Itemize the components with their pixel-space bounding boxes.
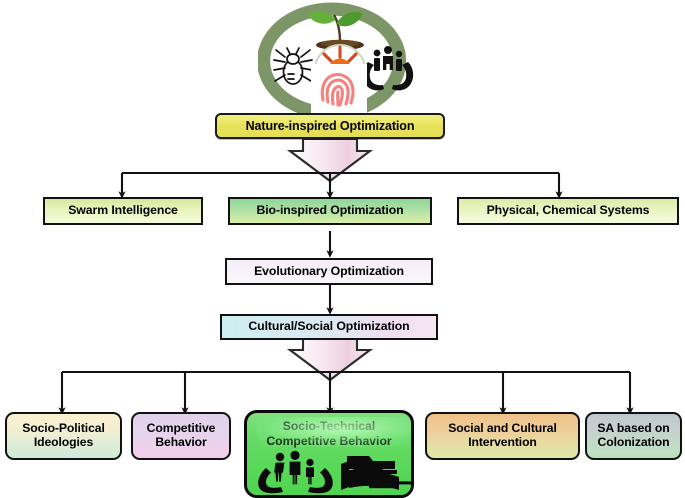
node-socio-technical-competitive-behavior[interactable]: Socio-Technical Competitive Behavior [244, 410, 414, 498]
spider-icon [273, 47, 313, 85]
node-socio-political-ideologies[interactable]: Socio-Political Ideologies [5, 412, 122, 460]
node-label-line1: Social and Cultural [448, 421, 557, 436]
hands-holding-family-icon [258, 450, 333, 494]
node-sa-based-on-colonization[interactable]: SA based on Colonization [585, 412, 682, 460]
node-label-line1: Competitive [146, 421, 216, 436]
highlight-icons-svg [258, 450, 411, 494]
node-label: Nature-inspired Optimization [245, 119, 415, 133]
block-arrow-cultural [286, 336, 374, 382]
documents-folder-icon [341, 456, 411, 490]
fingerprint-icon [320, 72, 355, 107]
node-bio-inspired-optimization[interactable]: Bio-inspired Optimization [228, 197, 432, 225]
node-evolutionary-optimization[interactable]: Evolutionary Optimization [225, 258, 433, 285]
node-label: Cultural/Social Optimization [248, 319, 410, 334]
node-cultural-social-optimization[interactable]: Cultural/Social Optimization [220, 314, 438, 340]
highlight-icon-row [247, 450, 411, 494]
block-arrow-root [286, 137, 374, 183]
node-label-line2: Colonization [597, 435, 670, 449]
node-label: Swarm Intelligence [68, 203, 178, 218]
hands-holding-people-icon [362, 46, 414, 91]
node-label: Physical, Chemical Systems [486, 203, 650, 218]
node-label-line2: Ideologies [33, 435, 94, 449]
root-to-level2-connectors [118, 171, 563, 199]
node-nature-inspired-optimization[interactable]: Nature-inspired Optimization [215, 113, 445, 139]
node-label-line1: SA based on [597, 421, 670, 436]
node-label-line1: Socio-Political [22, 421, 105, 436]
node-label-line2: Competitive Behavior [266, 433, 392, 448]
node-physical-chemical-systems[interactable]: Physical, Chemical Systems [457, 197, 679, 225]
fingerprint-card [311, 64, 367, 114]
cultural-to-leaves-connectors [58, 370, 634, 415]
node-label: Bio-inspired Optimization [256, 203, 404, 218]
node-label-line1: Socio-Technical [282, 419, 376, 433]
node-label-line2: Intervention [468, 435, 537, 449]
node-label: Evolutionary Optimization [254, 263, 404, 278]
nature-inspired-optimization-logo [257, 2, 422, 120]
node-social-and-cultural-intervention[interactable]: Social and Cultural Intervention [425, 412, 580, 460]
node-label-line2: Behavior [155, 435, 207, 449]
node-swarm-intelligence[interactable]: Swarm Intelligence [43, 197, 203, 225]
node-competitive-behavior[interactable]: Competitive Behavior [131, 412, 231, 460]
